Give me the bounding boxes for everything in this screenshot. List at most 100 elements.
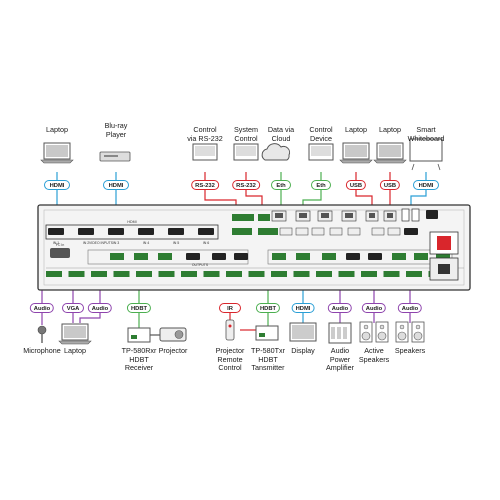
speaker-tweeter [399,324,405,330]
top-device-label: Laptop [379,125,401,134]
hdmi-group-label: HDMI [127,220,136,224]
cable-type-badge: RS-232 [232,180,260,190]
terminal-block-bottom [383,271,400,277]
cable-type-badge: HDBT [255,303,281,313]
video-inputs-label: VIDEO INPUTS [89,241,114,245]
terminal-block [272,253,286,260]
rj45-port-small [295,227,309,236]
device-chassis [37,204,471,291]
speaker-cone [377,331,387,341]
usb-a-port [401,208,410,222]
terminal-block [296,253,310,260]
transmitter-port [259,333,265,337]
receiver-port [131,335,137,339]
laptop-icon-screen [46,145,68,157]
top-device-label: Laptop [345,125,367,134]
cable-type-badge: RS-232 [191,180,219,190]
terminal-block-bottom [113,271,130,277]
cloud-icon [261,143,291,161]
usb-a-port [411,208,420,222]
terminal-block-bottom [293,271,310,277]
cable-type-badge: HDMI [44,180,70,190]
speaker-cone [361,331,371,341]
amplifier-slot [343,327,347,339]
usb-b-socket [387,213,393,218]
bottom-device-label: Speakers [394,346,426,355]
hdmi-input-label: IN 3 [113,241,120,245]
terminal-block [322,253,336,260]
terminal-block-bottom [136,271,152,277]
cable-type-badge: Audio [327,303,353,313]
rj45-socket [299,213,307,218]
power-switch [437,236,451,250]
hdmi-output-port [234,253,248,260]
terminal-block-bottom [203,271,220,277]
cable-type-badge: USB [379,180,401,190]
amplifier-slot [337,327,341,339]
terminal-block-bottom [316,271,332,277]
whiteboard-leg [411,163,415,171]
bottom-device-label: Microphone [23,346,61,355]
laptop-icon-base [40,159,74,164]
terminal-block [392,253,406,260]
terminal-block [258,228,278,235]
rj45-port-small [347,227,361,236]
hdmi-out-port [404,228,418,235]
laptop-icon-base [58,340,92,345]
cable-type-badge: Audio [87,303,113,313]
laptop-icon-screen [64,326,86,338]
remote-button [228,324,232,328]
terminal-block [110,253,124,260]
computer-icon-inner [236,146,256,156]
outputs-label: OUTPUTS [192,263,209,267]
rj45-socket [275,213,283,218]
laptop-icon-screen [379,145,401,157]
rj45-port-small [279,227,293,236]
blu-ray-tray [104,155,118,157]
hdmi-input-label: IN 6 [203,241,210,245]
hdbt-output-frame-2 [267,249,453,265]
projector-lens [174,330,184,339]
hdmi-out-port-top [426,210,438,219]
bottom-device-label: Display [291,346,315,355]
rj45-port-small [311,227,325,236]
display-screen [292,325,314,339]
cable-type-badge: USB [345,180,367,190]
remote-control-icon [225,319,235,341]
bottom-device-label: Laptop [64,346,86,355]
hdmi-output-port [212,253,226,260]
terminal-block [134,253,148,260]
terminal-block [436,253,450,260]
cable-type-badge: IR [219,303,241,313]
computer-icon-inner [195,146,215,156]
connection-cable [79,313,101,323]
amplifier-slot [331,327,335,339]
cable-type-badge: HDMI [413,180,439,190]
terminal-block [232,228,252,235]
speaker-tweeter [379,324,385,330]
top-device-label: Laptop [46,125,68,134]
cable-type-badge: HDMI [103,180,129,190]
laptop-icon-base [373,159,407,164]
pc-in-port [50,248,70,258]
cable-type-badge: Eth [311,180,331,190]
terminal-block-bottom [271,271,287,277]
power-inlet-socket [438,264,450,274]
rj45-port-small [329,227,343,236]
hdmi-input-label: IN 4 [143,241,150,245]
hdmi-output-port [186,253,200,260]
speaker-cone [413,331,423,341]
cable-type-badge: VGA [62,303,84,313]
laptop-icon-screen [345,145,367,157]
hdmi-output-port [346,253,360,260]
